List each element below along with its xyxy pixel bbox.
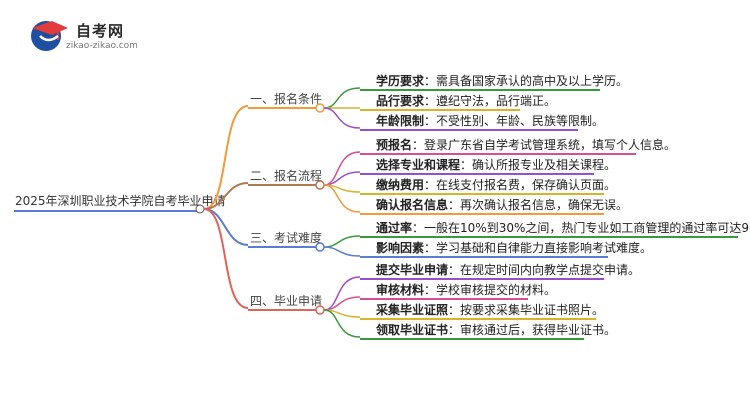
item-key: 缴纳费用	[376, 177, 424, 192]
item-key: 通过率	[376, 220, 412, 235]
branch-2-label: 二、报名流程	[250, 168, 322, 183]
item-text: 学习基础和自律能力直接影响考试难度。	[436, 240, 652, 255]
item-key: 选择专业和课程	[376, 157, 460, 172]
item-key: 预报名	[376, 137, 412, 152]
logo-subtitle: zikao-zikao.com	[66, 41, 138, 51]
edge-branch-3	[203, 208, 249, 246]
item-2-2: 选择专业和课程：确认所报专业及相关课程。	[360, 157, 616, 175]
item-2-4: 确认报名信息：再次确认报名信息，确保无误。	[360, 197, 628, 215]
branch-4: 四、毕业申请 提交毕业申请：在规定时间内向教学点提交申请。 审核材料：学校审核提…	[248, 262, 640, 340]
branch-2: 二、报名流程 预报名：登录广东省自学考试管理系统，填写个人信息。 选择专业和课程…	[248, 137, 676, 215]
item-1-2: 品行要求：遵纪守法，品行端正。	[360, 93, 556, 111]
item-key: 年龄限制	[376, 113, 424, 128]
item-text: 在规定时间内向教学点提交申请。	[460, 262, 640, 277]
item-text: 再次确认报名信息，确保无误。	[460, 197, 628, 212]
edge-branch-1	[203, 105, 249, 210]
item-text: 遵纪守法，品行端正。	[436, 93, 556, 108]
item-key: 采集毕业证照	[375, 302, 448, 317]
item-text: 审核通过后，获得毕业证书。	[460, 322, 616, 337]
logo-title: 自考网	[76, 22, 125, 40]
item-4-4: 领取毕业证书：审核通过后，获得毕业证书。	[360, 322, 616, 340]
item-1-1: 学历要求：需具备国家承认的高中及以上学历。	[360, 73, 628, 91]
item-key: 确认报名信息	[376, 197, 448, 212]
branch-1-node[interactable]	[315, 103, 325, 113]
branch-1-label: 一、报名条件	[250, 91, 322, 106]
item-1-3: 年龄限制：不受性别、年龄、民族等限制。	[360, 113, 604, 131]
svg-text:缴纳费用：在线支付报名费，保存确认页面。: 缴纳费用：在线支付报名费，保存确认页面。	[376, 177, 616, 192]
root-node[interactable]	[195, 204, 205, 214]
item-4-3: 采集毕业证照：按要求采集毕业证书照片。	[360, 302, 604, 320]
item-key: 学历要求	[376, 73, 425, 88]
item-key: 影响因素	[376, 240, 424, 255]
branch-4-node[interactable]	[315, 305, 325, 315]
item-3-1: 通过率：一般在10%到30%之间，热门专业如工商管理的通过率可达90%以上。	[360, 220, 750, 238]
svg-text:领取毕业证书：审核通过后，获得毕业证书。: 领取毕业证书：审核通过后，获得毕业证书。	[376, 322, 616, 337]
svg-text:影响因素：学习基础和自律能力直接影响考试难度。: 影响因素：学习基础和自律能力直接影响考试难度。	[376, 240, 652, 255]
item-4-2: 审核材料：学校审核提交的材料。	[360, 282, 556, 300]
edge-branch-2	[203, 182, 249, 210]
item-3-2: 影响因素：学习基础和自律能力直接影响考试难度。	[360, 240, 652, 258]
item-text: 学校审核提交的材料。	[436, 282, 556, 297]
item-text: 需具备国家承认的高中及以上学历。	[436, 73, 628, 88]
item-key: 提交毕业申请	[376, 262, 448, 277]
svg-text:确认报名信息：再次确认报名信息，确保无误。: 确认报名信息：再次确认报名信息，确保无误。	[376, 197, 628, 212]
svg-text:提交毕业申请：在规定时间内向教学点提交申请。: 提交毕业申请：在规定时间内向教学点提交申请。	[376, 262, 640, 277]
svg-text:选择专业和课程：确认所报专业及相关课程。: 选择专业和课程：确认所报专业及相关课程。	[376, 157, 616, 172]
item-key: 审核材料	[376, 282, 424, 297]
item-text: 在线支付报名费，保存确认页面。	[436, 177, 616, 192]
item-text: 一般在10%到30%之间，热门专业如工商管理的通过率可达90%以上。	[424, 220, 750, 235]
branch-3-node[interactable]	[315, 242, 325, 252]
branch-3-label: 三、考试难度	[250, 230, 322, 245]
svg-text:学历要求：需具备国家承认的高中及以上学历。: 学历要求：需具备国家承认的高中及以上学历。	[376, 73, 628, 88]
item-text: 按要求采集毕业证书照片。	[460, 302, 604, 317]
item-2-3: 缴纳费用：在线支付报名费，保存确认页面。	[360, 177, 616, 195]
root-label: 2025年深圳职业技术学院自考毕业申请	[15, 193, 226, 208]
svg-text:年龄限制：不受性别、年龄、民族等限制。: 年龄限制：不受性别、年龄、民族等限制。	[376, 113, 604, 128]
item-text: 确认所报专业及相关课程。	[472, 157, 616, 172]
item-key: 品行要求	[376, 93, 425, 108]
svg-text:通过率：一般在10%到30%之间，热门专业如工商管理的通过率: 通过率：一般在10%到30%之间，热门专业如工商管理的通过率可达90%以上。	[376, 220, 750, 235]
item-2-1: 预报名：登录广东省自学考试管理系统，填写个人信息。	[360, 137, 676, 155]
branch-1: 一、报名条件 学历要求：需具备国家承认的高中及以上学历。 品行要求：遵纪守法，品…	[248, 73, 628, 131]
branch-4-label: 四、毕业申请	[250, 294, 322, 308]
svg-text:预报名：登录广东省自学考试管理系统，填写个人信息。: 预报名：登录广东省自学考试管理系统，填写个人信息。	[376, 137, 676, 152]
item-4-1: 提交毕业申请：在规定时间内向教学点提交申请。	[360, 262, 640, 280]
svg-text:品行要求：遵纪守法，品行端正。: 品行要求：遵纪守法，品行端正。	[376, 93, 556, 108]
item-text: 不受性别、年龄、民族等限制。	[436, 114, 604, 128]
edge-branch-4	[203, 208, 249, 309]
graduation-cap-icon	[31, 21, 68, 51]
svg-text:审核材料：学校审核提交的材料。: 审核材料：学校审核提交的材料。	[376, 282, 556, 297]
item-text: 登录广东省自学考试管理系统，填写个人信息。	[424, 137, 676, 152]
svg-text:采集毕业证照：按要求采集毕业证书照片。: 采集毕业证照：按要求采集毕业证书照片。	[375, 302, 604, 317]
branch-2-node[interactable]	[315, 180, 325, 190]
site-logo[interactable]: 自考网 zikao-zikao.com	[28, 18, 158, 58]
branch-3: 三、考试难度 通过率：一般在10%到30%之间，热门专业如工商管理的通过率可达9…	[248, 220, 750, 258]
item-key: 领取毕业证书	[376, 322, 448, 337]
